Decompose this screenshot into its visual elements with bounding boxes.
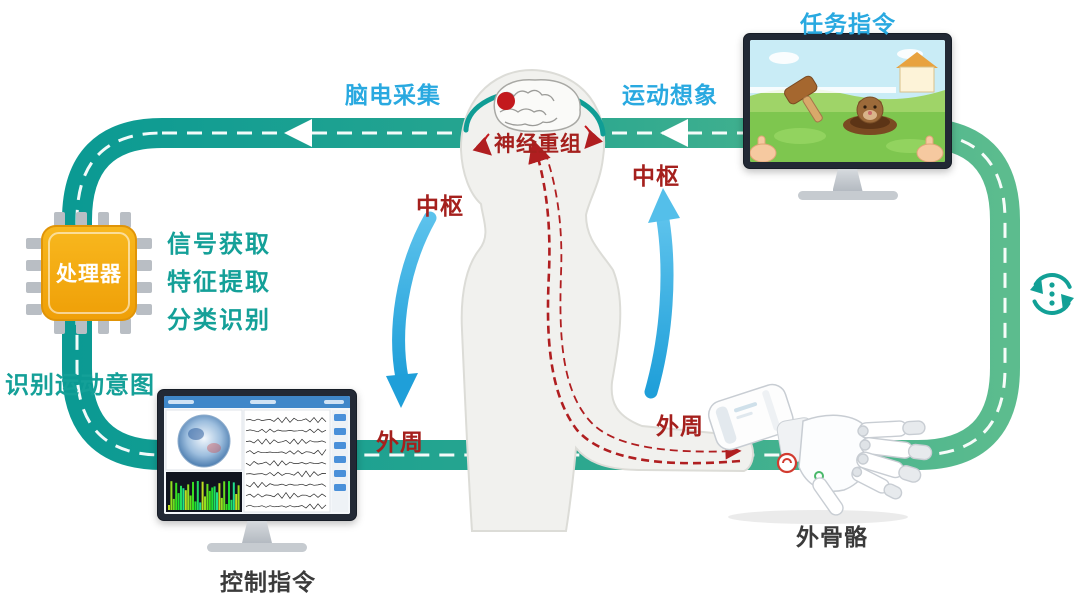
reorg-arrow-left xyxy=(472,133,492,156)
task-instruction-label: 任务指令 xyxy=(800,12,896,38)
peripheral-label-right: 外周 xyxy=(656,414,704,440)
motor-imagery-label: 运动想象 xyxy=(622,83,718,109)
processor-chip xyxy=(26,212,152,334)
eeg-acquisition-label: 脑电采集 xyxy=(345,83,441,109)
processing-steps: 信号获取 特征提取 分类识别 xyxy=(167,225,271,339)
game-screen xyxy=(750,40,945,162)
thumb xyxy=(812,477,844,516)
fingers xyxy=(851,420,933,500)
task-monitor xyxy=(743,33,952,200)
processor-label: 处理器 xyxy=(56,262,122,286)
control-instruction-label: 控制指令 xyxy=(220,570,316,596)
task-monitor-bezel xyxy=(743,33,952,169)
central-to-peripheral-arrow xyxy=(386,211,437,408)
player-hand-right xyxy=(916,135,944,162)
exoskeleton-hand xyxy=(707,383,933,524)
task-monitor-base xyxy=(797,191,898,200)
control-monitor-bezel xyxy=(157,389,357,521)
mole xyxy=(856,96,884,124)
eeg-toolbar-buttons xyxy=(334,414,346,491)
chip-inner-frame xyxy=(48,232,130,314)
brain-activity-dot xyxy=(497,92,515,110)
peripheral-to-central-arrow xyxy=(644,188,680,399)
peripheral-label-left: 外周 xyxy=(376,430,424,456)
central-label-left: 中枢 xyxy=(416,194,464,220)
flow-arrow-left-2 xyxy=(660,119,688,147)
chip-body xyxy=(41,225,137,321)
eeg-software-screen xyxy=(164,396,350,514)
forearm-cuff xyxy=(707,383,794,451)
control-monitor-base xyxy=(207,543,307,552)
step-signal-acquisition: 信号获取 xyxy=(167,230,271,258)
brain-illustration xyxy=(472,79,604,156)
central-label-right: 中枢 xyxy=(632,164,680,190)
topographic-map xyxy=(177,414,231,468)
player-hand-left xyxy=(750,135,777,162)
ascending-neural-pathway xyxy=(528,139,741,465)
neural-reorganization-label: 神经重组 xyxy=(494,132,582,156)
step-feature-extraction: 特征提取 xyxy=(167,268,271,296)
control-monitor xyxy=(157,389,357,552)
human-figure xyxy=(459,68,754,532)
chip-pins xyxy=(26,212,152,334)
brand-logo xyxy=(776,452,798,474)
descending-neural-pathway xyxy=(544,151,742,460)
control-monitor-stand xyxy=(242,521,272,543)
task-monitor-stand xyxy=(832,169,863,191)
recognize-intent-label: 识别运动意图 xyxy=(5,371,155,399)
mallet xyxy=(784,75,823,123)
step-classification: 分类识别 xyxy=(167,306,271,334)
sync-loop-icon xyxy=(1030,273,1074,315)
exoskeleton-label: 外骨骼 xyxy=(796,525,868,551)
reorg-arrow-right xyxy=(584,125,604,149)
flow-arrow-left-1 xyxy=(284,119,312,147)
